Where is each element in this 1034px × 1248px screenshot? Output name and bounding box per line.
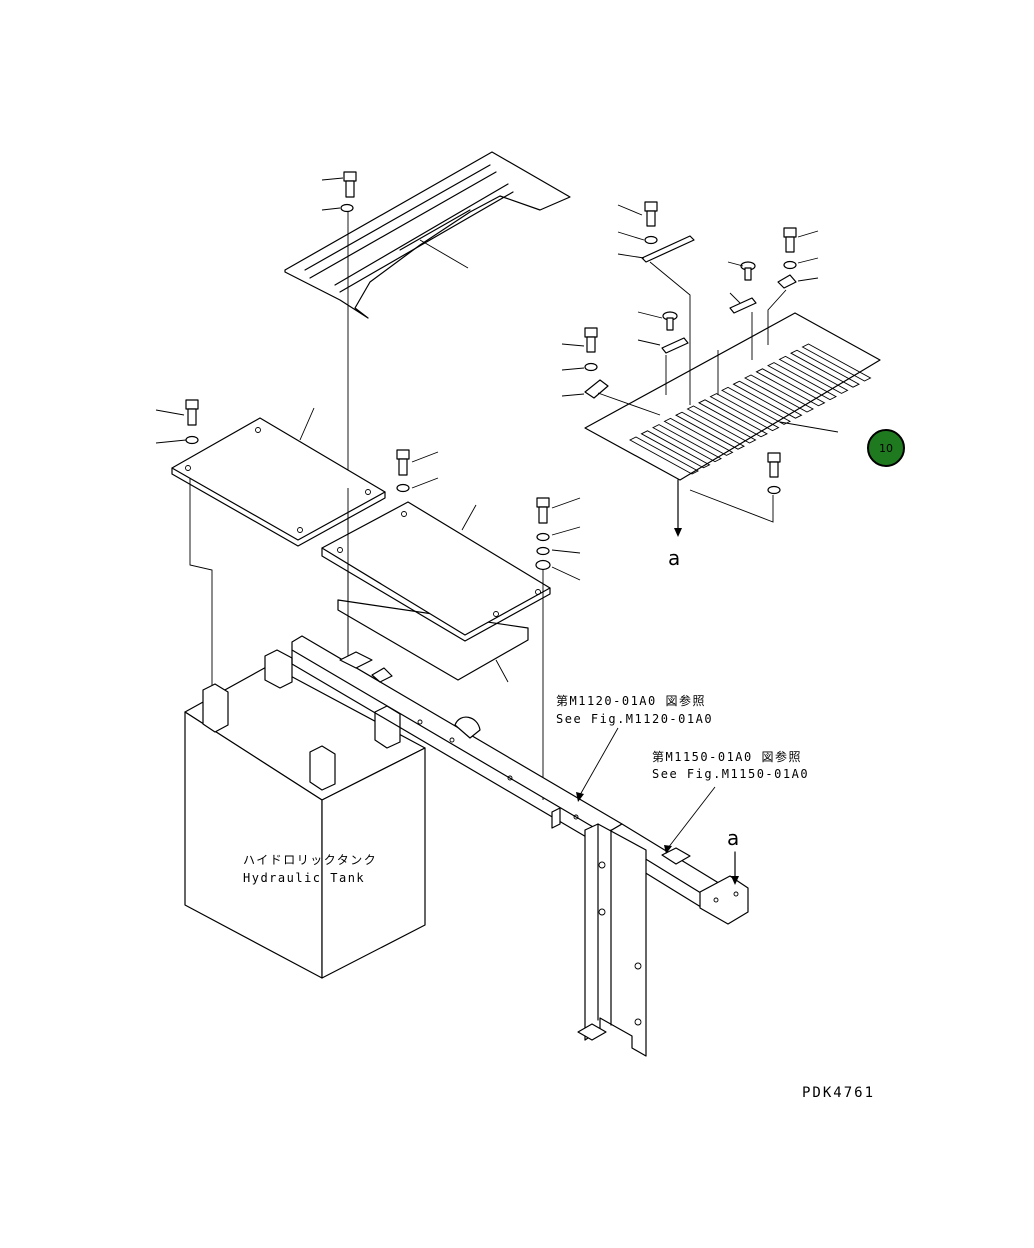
grille-slat (721, 386, 791, 425)
ref1-label-en: See Fig.M1120-01A0 (556, 712, 713, 726)
bolt-left-cover (155, 399, 199, 445)
grille-slat (744, 374, 814, 413)
grille-slat (629, 436, 699, 475)
ref1-label-jp: 第M1120-01A0 図参照 (556, 693, 706, 708)
ref2-label-en: See Fig.M1150-01A0 (652, 767, 809, 781)
tank-label-en: Hydraulic Tank (243, 871, 365, 885)
grille-slat (663, 417, 734, 456)
vertical-bracket (551, 807, 647, 1057)
arrow-a-bottom-label: a (727, 826, 739, 850)
grille-slat (652, 424, 722, 463)
arrow-a-top-label: a (668, 546, 680, 570)
top-cover-plate (284, 151, 571, 319)
grille-slat (767, 362, 837, 401)
middle-cover-plate (321, 501, 551, 683)
vented-grille-panel (584, 312, 881, 481)
grille-slat (790, 349, 860, 388)
grille-slat (698, 399, 768, 438)
grille-slat (801, 343, 872, 382)
ref2-label-jp: 第M1150-01A0 図参照 (652, 749, 802, 764)
hydraulic-tank: ハイドロリックタンク Hydraulic Tank (184, 649, 426, 979)
grille-slat (778, 355, 849, 394)
tank-label-jp: ハイドロリックタンク (243, 853, 377, 867)
grille-slat (686, 405, 757, 444)
bolt-middle-cover (396, 449, 439, 493)
grille-slat (640, 430, 711, 469)
grille-slat (675, 411, 745, 450)
arrow-a-top: a (668, 479, 682, 570)
grille-slat (755, 368, 826, 407)
grille-fasteners (561, 201, 819, 523)
bolt-stack-right (535, 497, 581, 800)
reference-leaders: 第M1120-01A0 図参照 See Fig.M1120-01A0 第M115… (556, 693, 809, 854)
item-number-badge: 10 (867, 429, 905, 467)
grille-slat (732, 380, 803, 419)
drawing-code: PDK4761 (802, 1085, 875, 1101)
frame-member (291, 635, 749, 925)
arrow-a-bottom: a (727, 826, 739, 885)
grille-slat (709, 393, 780, 432)
left-cover-plate (171, 407, 386, 690)
badge-number: 10 (879, 442, 893, 455)
